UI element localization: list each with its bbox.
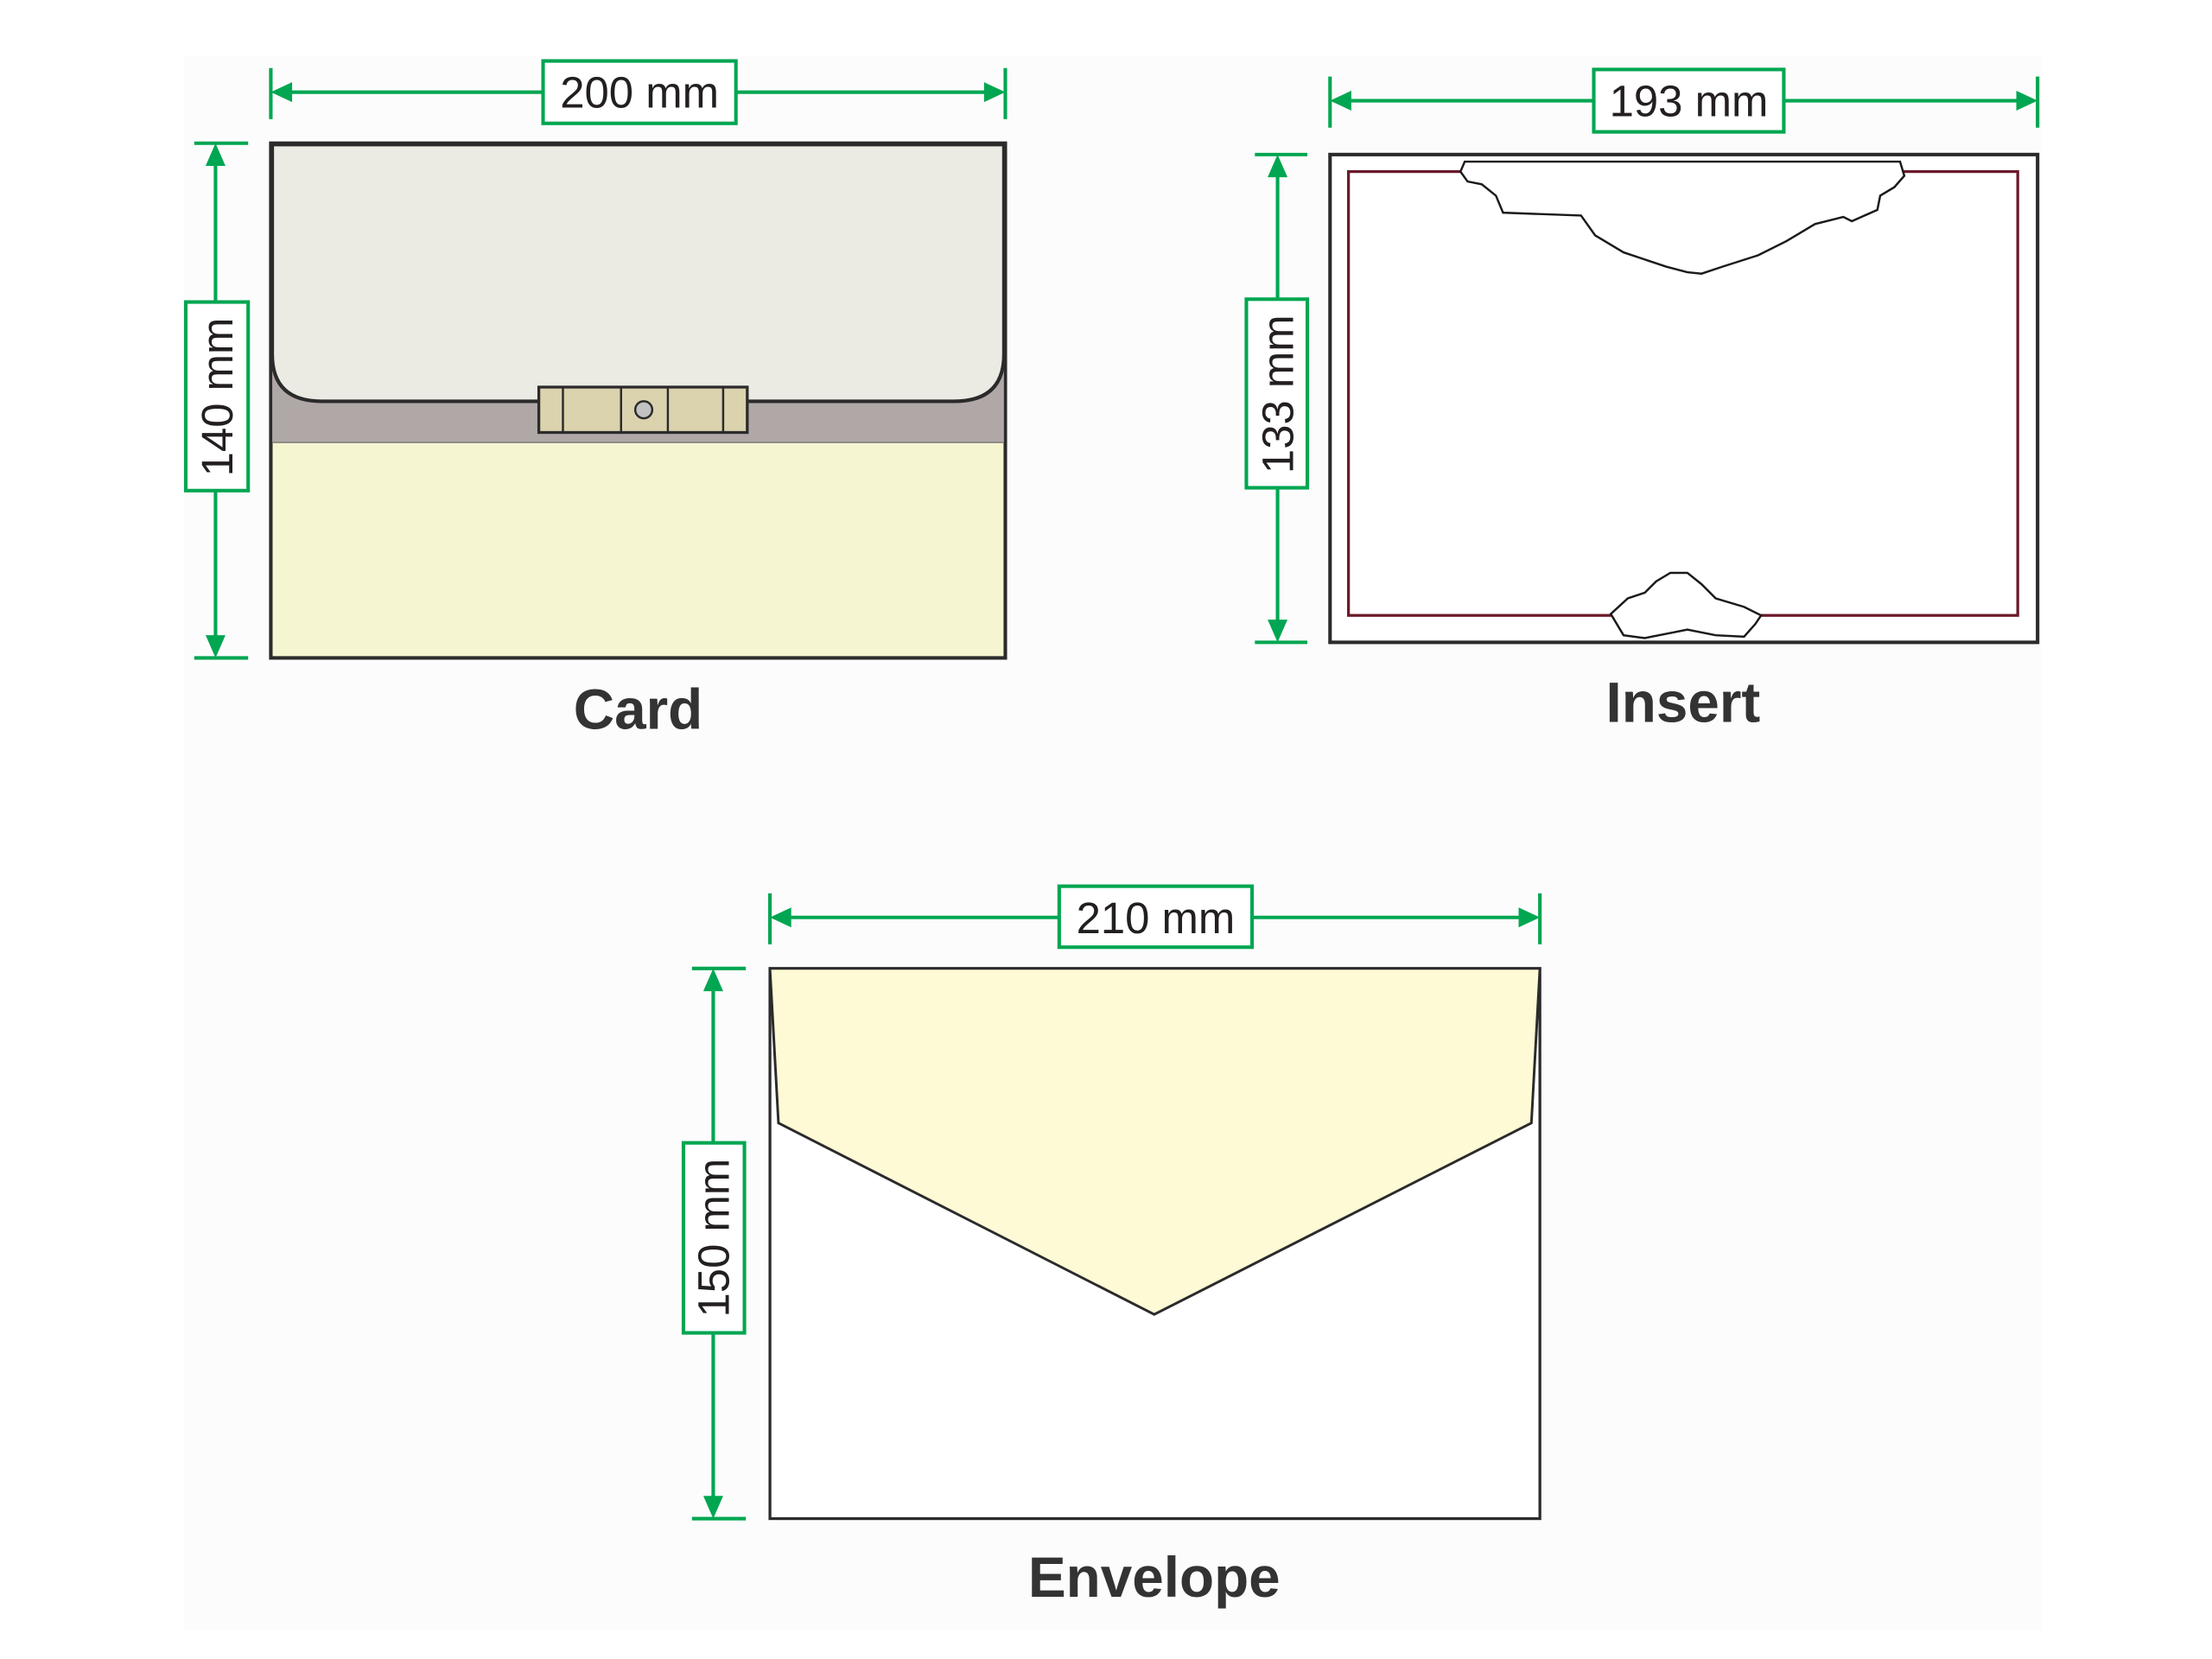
- envelope-flap: [768, 967, 1541, 1316]
- arrow-down-icon: [702, 1496, 723, 1519]
- insert-bottom-ornament: [1609, 571, 1763, 639]
- insert-title: Insert: [1606, 671, 1761, 734]
- envelope-height-dimension: 150 mm: [681, 966, 747, 1521]
- envelope-height-label: 150 mm: [689, 1159, 738, 1318]
- card-width-label: 200 mm: [560, 68, 719, 118]
- arrow-up-icon: [1268, 154, 1288, 178]
- insert-height-dimension: 133 mm: [1244, 152, 1310, 645]
- envelope-width-dimension: 210 mm: [768, 884, 1542, 950]
- arrow-right-icon: [2016, 91, 2038, 111]
- card-height-dimension: 140 mm: [183, 141, 251, 660]
- arrow-right-icon: [983, 82, 1006, 103]
- arrow-right-icon: [1518, 907, 1541, 928]
- card-height-label: 140 mm: [193, 318, 242, 477]
- envelope-title: Envelope: [1028, 1546, 1281, 1609]
- envelope-figure: 210 mm 150 mm Envelope: [681, 884, 1542, 1609]
- card-title: Card: [574, 677, 703, 741]
- arrow-up-icon: [702, 968, 723, 992]
- arrow-down-icon: [205, 635, 226, 658]
- arrow-left-icon: [270, 82, 293, 103]
- clasp-button-icon: [633, 400, 654, 420]
- insert-figure: 193 mm 133 mm Insert: [1244, 67, 2040, 734]
- card-figure: 200 mm 140 mm Card: [183, 59, 1007, 741]
- card-flap: [270, 143, 1006, 404]
- arrow-left-icon: [1330, 91, 1351, 111]
- insert-height-label: 133 mm: [1254, 315, 1303, 474]
- arrow-left-icon: [770, 907, 791, 928]
- arrow-up-icon: [205, 143, 226, 166]
- card-clasp: [537, 385, 749, 435]
- arrow-down-icon: [1268, 620, 1288, 643]
- insert-width-dimension: 193 mm: [1328, 67, 2040, 134]
- envelope-width-label: 210 mm: [1077, 893, 1236, 943]
- card-width-dimension: 200 mm: [269, 59, 1007, 125]
- insert-width-label: 193 mm: [1610, 77, 1769, 126]
- insert-top-ornament: [1459, 160, 1906, 275]
